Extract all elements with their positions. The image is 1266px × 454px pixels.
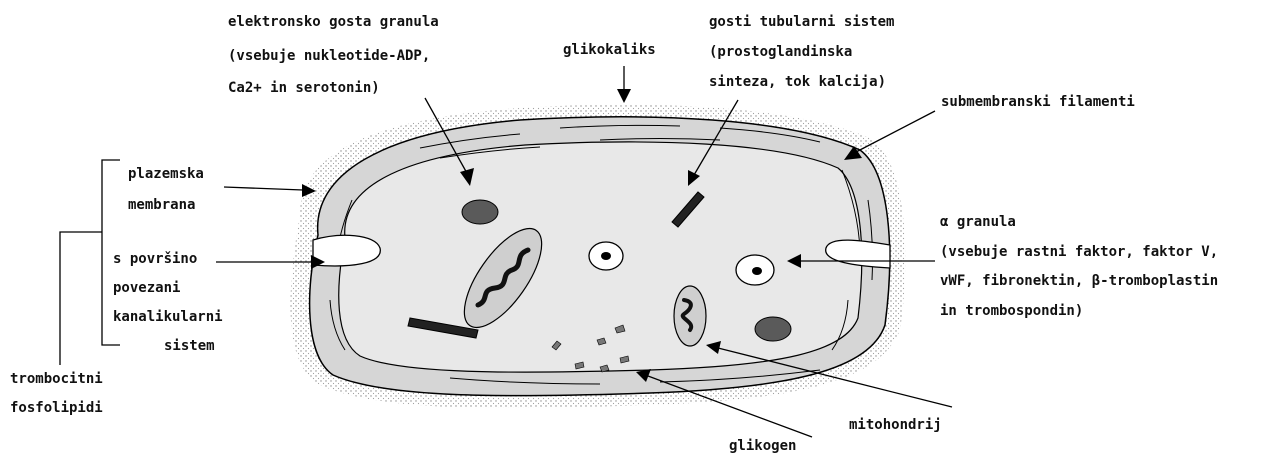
label-mitochondrion: mitohondrij (849, 417, 942, 433)
dense-granule-1 (462, 200, 498, 224)
arrow-plasma-membrane (224, 184, 316, 197)
label-submembrane-filaments: submembranski filamenti (941, 94, 1135, 110)
phospholipid-bracket (60, 160, 120, 365)
label-glycogen: glikogen (729, 438, 796, 454)
label-alpha-granule: α granula (vsebuje rastni faktor, faktor… (940, 214, 1227, 319)
label-dense-tubular: gosti tubularni sistem (prostoglandinska… (709, 14, 903, 90)
alpha-granule-core-1 (601, 252, 611, 260)
mitochondrion-small (674, 286, 706, 346)
label-plasma-membrane: plazemska membrana (128, 166, 212, 213)
label-glycocalyx: glikokaliks (563, 42, 656, 58)
label-platelet-phospholipids: trombocitni fosfolipidi (10, 371, 111, 416)
arrow-glycocalyx (617, 66, 631, 103)
alpha-granule-core-2 (752, 267, 762, 275)
label-canalicular-system: s površino povezani kanalikularni sistem (113, 251, 231, 354)
dense-granule-2 (755, 317, 791, 341)
label-dense-granule: elektronsko gosta granula (vsebuje nukle… (228, 14, 447, 96)
